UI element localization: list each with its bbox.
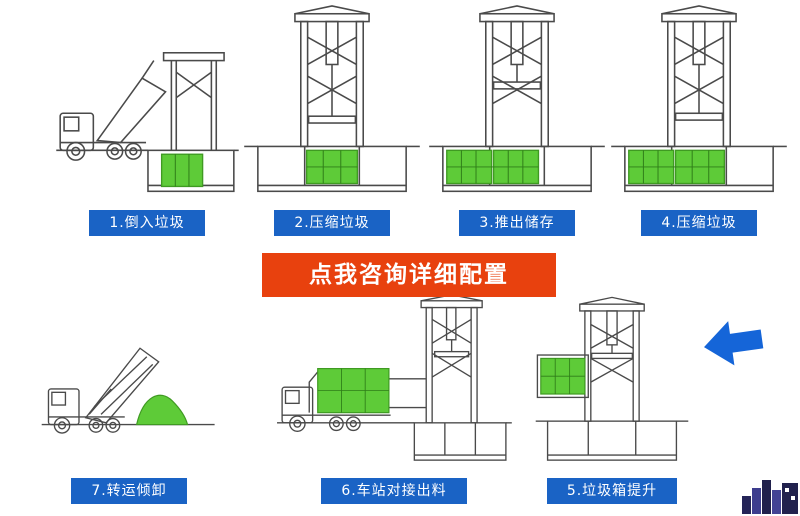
truck-docking-station-illustration <box>277 294 512 461</box>
step-5-label: 5.垃圾箱提升 <box>546 478 678 504</box>
push-to-storage-tower-illustration <box>429 5 605 193</box>
step-4-panel: 4.压缩垃圾 <box>608 4 790 236</box>
step-7-label: 7.转运倾卸 <box>71 478 187 504</box>
consult-banner[interactable]: 点我咨询详细配置 <box>262 253 556 297</box>
step-7-panel: 7.转运倾卸 <box>16 294 242 504</box>
step-1-drawing <box>52 4 242 204</box>
watermark-logo-icon <box>742 480 798 514</box>
container-lift-tower-illustration <box>535 296 689 461</box>
step-4-label: 4.压缩垃圾 <box>641 210 757 236</box>
step-3-panel: 3.推出储存 <box>424 4 610 236</box>
step-5-drawing <box>526 294 698 472</box>
step-3-label: 3.推出储存 <box>459 210 575 236</box>
step-6-drawing <box>248 294 540 472</box>
step-1-label: 1.倒入垃圾 <box>89 210 205 236</box>
step-2-drawing <box>238 4 426 204</box>
step-5-panel: 5.垃圾箱提升 <box>526 294 698 504</box>
step-2-label: 2.压缩垃圾 <box>274 210 390 236</box>
compression-tower-illustration <box>244 5 420 193</box>
step-7-drawing <box>16 294 242 472</box>
compression-tower-2-illustration <box>611 5 787 193</box>
step-3-drawing <box>424 4 610 204</box>
step-4-drawing <box>608 4 790 204</box>
flow-arrow <box>698 310 767 376</box>
watermark <box>742 480 798 514</box>
dump-truck-into-pit-illustration <box>56 52 239 193</box>
step-6-panel: 6.车站对接出料 <box>248 294 540 504</box>
tipping-truck-illustration <box>41 347 215 434</box>
step-2-panel: 2.压缩垃圾 <box>238 4 426 236</box>
step-1-panel: 1.倒入垃圾 <box>52 4 242 236</box>
step-6-label: 6.车站对接出料 <box>321 478 467 504</box>
left-arrow-icon <box>704 321 764 366</box>
